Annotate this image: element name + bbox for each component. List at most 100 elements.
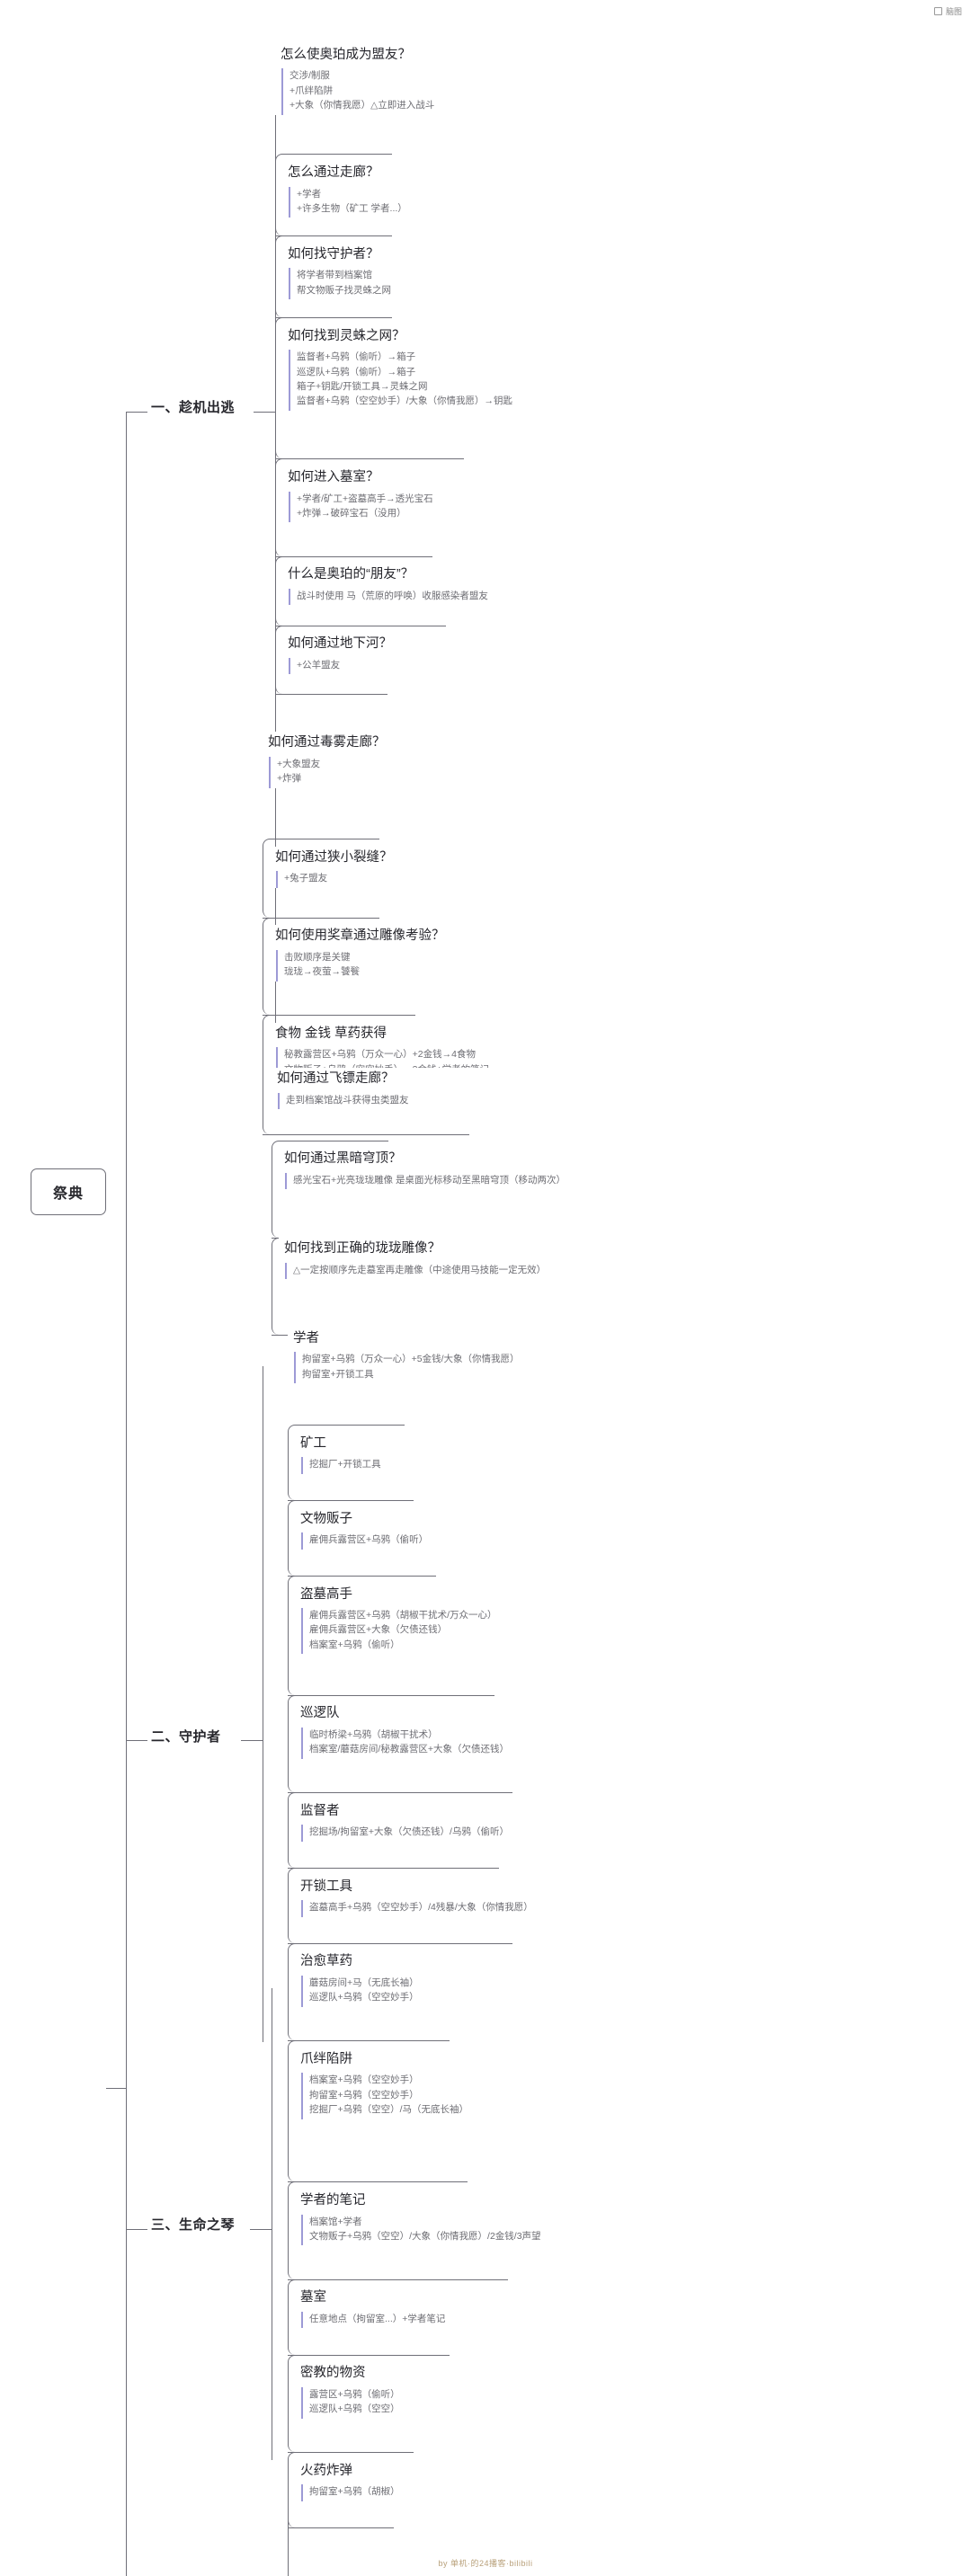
card-b1-n4[interactable]: 如何进入墓室？ +学者/矿工+盗墓高手→透光宝石 +炸弹→破碎宝石（没用） <box>282 466 642 523</box>
card-b3-n2[interactable]: 如何找到正确的珑珑雕像？ △一定按顺序先走墓室再走雕像（中途使用马技能一定无效） <box>279 1238 737 1279</box>
card-line: 任意地点（拘留室...）+学者笔记 <box>309 2314 446 2324</box>
card-b1-n6[interactable]: 如何通过地下河？ +公羊盟友 <box>282 633 579 675</box>
frame-b4-n12 <box>288 2451 405 2527</box>
branch-stub-1 <box>126 411 147 413</box>
card-b4-n12[interactable]: 火药炸弹 拘留室+乌鸦（胡椒） <box>295 2459 592 2501</box>
card-b1-n5[interactable]: 什么是奥珀的“朋友”？ 战斗时使用 马（荒原的呼唤）收服感染者盟友 <box>282 564 669 606</box>
card-line: 秘教露营区+乌鸦（万众一心）+2金钱→4食物 <box>284 1049 476 1061</box>
card-b4-n7[interactable]: 治愈草药 蘑菇房间+马（无底长袖） 巡逻队+乌鸦（空空妙手） <box>295 1950 655 2007</box>
frame-b2-n2 <box>263 917 379 1015</box>
card-body: 感光宝石+光亮珑珑雕像 是桌面光标移动至黑暗穹顶（移动两次） <box>285 1173 728 1190</box>
card-b4-n8[interactable]: 爪绊陷阱 档案室+乌鸦（空空妙手） 拘留室+乌鸦（空空妙手） 挖掘厂+乌鸦（空空… <box>295 2047 681 2119</box>
frame-b4-n8 <box>288 2040 405 2182</box>
card-b4-n3[interactable]: 盗墓高手 雇佣兵露营区+乌鸦（胡椒干扰术/万众一心） 雇佣兵露营区+大象（欠债还… <box>295 1583 717 1655</box>
card-body: 监督者+乌鸦（偷听）→箱子 巡逻队+乌鸦（偷听）→箱子 箱子+钥匙/开锁工具→灵… <box>289 350 705 411</box>
card-b4-n0[interactable]: 学者 拘留室+乌鸦（万众一心）+5金钱/大象（你情我愿） 拘留室+开锁工具 <box>288 1327 710 1383</box>
card-title: 学者 <box>293 1330 319 1346</box>
card-body: +学者 +许多生物（矿工 学者...） <box>289 186 579 218</box>
card-title: 如何通过毒雾走廊？ <box>268 735 386 751</box>
card-b4-n4[interactable]: 巡逻队 临时桥梁+乌鸦（胡椒干扰术） 档案室/蘑菇房间/秘教露营区+大象（欠债还… <box>295 1702 744 1759</box>
card-b4-n5[interactable]: 监督者 挖掘场/拘留室+大象（欠债还钱）/乌鸦（偷听） <box>295 1799 717 1842</box>
card-title: 怎么通过走廊？ <box>288 164 379 180</box>
card-line: 巡逻队+乌鸦（空空妙手） <box>309 1992 419 2003</box>
root-stub-right <box>106 2087 126 2089</box>
card-line: △一定按顺序先走墓室再走雕像（中途使用马技能一定无效） <box>293 1264 547 1275</box>
card-line: +公羊盟友 <box>297 659 341 671</box>
card-body: 挖掘厂+开锁工具 <box>301 1457 592 1474</box>
card-b1-n0[interactable]: 怎么使奥珀成为盟友？ 交涉/制服 +爪绊陷阱 +大象（你情我愿）△立即进入战斗 <box>275 43 698 115</box>
card-body: +公羊盟友 <box>289 657 579 675</box>
frame-b4-n9 <box>288 2181 405 2279</box>
card-body: 交涉/制服 +爪绊陷阱 +大象（你情我愿）△立即进入战斗 <box>281 68 698 115</box>
card-title: 如何找到正确的珑珑雕像？ <box>284 1241 441 1257</box>
card-title: 矿工 <box>300 1435 326 1451</box>
card-b2-n1[interactable]: 如何通过狭小裂缝？ +兔子盟友 <box>270 846 566 888</box>
card-line: 监督者+乌鸦（偷听）→箱子 <box>297 351 416 363</box>
frame-b4-n3 <box>288 1575 405 1695</box>
card-title: 什么是奥珀的“朋友”？ <box>288 567 414 582</box>
card-b4-n1[interactable]: 矿工 挖掘厂+开锁工具 <box>295 1432 592 1474</box>
card-b4-n9[interactable]: 学者的笔记 档案馆+学者 文物贩子+乌鸦（空空）/大象（你情我愿）/2金钱/3声… <box>295 2190 744 2246</box>
frame-b4-n7 <box>288 1942 405 2041</box>
card-line: 击败顺序是关键 <box>284 951 351 963</box>
root-node[interactable]: 祭典 <box>31 1168 106 1215</box>
card-line: +炸弹 <box>277 773 302 785</box>
card-line: +学者/矿工+盗墓高手→透光宝石 <box>297 493 433 504</box>
card-title: 如何找守护者？ <box>288 246 379 262</box>
card-b1-n3[interactable]: 如何找到灵蛛之网？ 监督者+乌鸦（偷听）→箱子 巡逻队+乌鸦（偷听）→箱子 箱子… <box>282 324 705 411</box>
card-line: 战斗时使用 马（荒原的呼唤）收服感染者盟友 <box>297 590 488 601</box>
card-b2-n2[interactable]: 如何使用奖章通过雕像考验？ 击败顺序是关键 珑珑→夜萤→饕餮 <box>270 925 611 982</box>
card-line: 走到档案馆战斗获得虫类盟友 <box>286 1094 409 1106</box>
card-b1-n1[interactable]: 怎么通过走廊？ +学者 +许多生物（矿工 学者...） <box>282 161 579 218</box>
card-line: 雇佣兵露营区+乌鸦（偷听） <box>309 1534 429 1546</box>
card-line: 蘑菇房间+马（无底长袖） <box>309 1977 419 1989</box>
branch-label-1[interactable]: 一、趁机出逃 <box>151 400 236 416</box>
card-body: 拘留室+乌鸦（万众一心）+5金钱/大象（你情我愿） 拘留室+开锁工具 <box>294 1352 710 1383</box>
branch-out-1 <box>254 411 275 413</box>
children-trunk-4 <box>288 2497 289 2576</box>
card-line: 档案室+乌鸦（偷听） <box>309 1639 400 1650</box>
card-line: 拘留室+乌鸦（万众一心）+5金钱/大象（你情我愿） <box>302 1354 520 1365</box>
card-body: 雇佣兵露营区+乌鸦（偷听） <box>301 1532 592 1550</box>
frame-b4-n1 <box>288 1425 405 1500</box>
underline-b1-n6 <box>275 694 388 696</box>
card-b2-n0[interactable]: 如何通过毒雾走廊？ +大象盟友 +炸弹 <box>263 732 559 788</box>
frame-b4-n2 <box>288 1499 405 1576</box>
card-body: +大象盟友 +炸弹 <box>269 756 559 788</box>
card-body: 档案室+乌鸦（空空妙手） 拘留室+乌鸦（空空妙手） 挖掘厂+乌鸦（空空）/马（无… <box>301 2073 681 2119</box>
card-line: 临时桥梁+乌鸦（胡椒干扰术） <box>309 1728 438 1740</box>
card-b4-n11[interactable]: 密教的物资 露营区+乌鸦（偷听） 巡逻队+乌鸦（空空） <box>295 2362 619 2419</box>
branch-label-3[interactable]: 三、生命之琴 <box>151 2217 236 2234</box>
frame-b4-n10 <box>288 2278 405 2355</box>
card-body: 挖掘场/拘留室+大象（欠债还钱）/乌鸦（偷听） <box>301 1825 717 1842</box>
card-line: +许多生物（矿工 学者...） <box>297 202 407 214</box>
card-body: 拘留室+乌鸦（胡椒） <box>301 2484 592 2501</box>
card-title: 密教的物资 <box>300 2366 366 2381</box>
frame-b2-n3 <box>263 1014 379 1134</box>
card-body: 将学者带到档案馆 帮文物贩子找灵蛛之网 <box>289 268 579 300</box>
card-b4-n2[interactable]: 文物贩子 雇佣兵露营区+乌鸦（偷听） <box>295 1507 592 1550</box>
watermark: by 单机·的24播客·bilibili <box>438 2559 533 2568</box>
card-title: 如何使用奖章通过雕像考验？ <box>275 928 445 944</box>
card-b4-n10[interactable]: 墓室 任意地点（拘留室...）+学者笔记 <box>295 2287 655 2329</box>
card-b4-n6[interactable]: 开锁工具 盗墓高手+乌鸦（空空妙手）/4残暴/大象（你情我愿） <box>295 1875 735 1917</box>
card-title: 如何找到灵蛛之网？ <box>288 328 405 343</box>
branch-out-3 <box>250 2228 272 2230</box>
card-line: +爪绊陷阱 <box>290 84 334 96</box>
frame-b1-n2 <box>275 235 392 317</box>
card-line: 交涉/制服 <box>290 70 330 82</box>
card-b1-n2[interactable]: 如何找守护者？ 将学者带到档案馆 帮文物贩子找灵蛛之网 <box>282 243 579 300</box>
card-body: 击败顺序是关键 珑珑→夜萤→饕餮 <box>276 949 611 982</box>
card-line: 箱子+钥匙/开锁工具→灵蛛之网 <box>297 381 428 393</box>
frame-b1-n4 <box>275 458 392 556</box>
card-title: 食物 金钱 草药获得 <box>275 1026 388 1041</box>
card-b3-n1[interactable]: 如何通过黑暗穹顶？ 感光宝石+光亮珑珑雕像 是桌面光标移动至黑暗穹顶（移动两次） <box>279 1148 728 1190</box>
card-body: 露营区+乌鸦（偷听） 巡逻队+乌鸦（空空） <box>301 2386 619 2419</box>
card-line: 雇佣兵露营区+乌鸦（胡椒干扰术/万众一心） <box>309 1610 497 1621</box>
card-title: 监督者 <box>300 1803 340 1818</box>
branch-label-2[interactable]: 二、守护者 <box>151 1728 221 1745</box>
card-line: 露营区+乌鸦（偷听） <box>309 2388 400 2400</box>
card-body: 任意地点（拘留室...）+学者笔记 <box>301 2312 655 2329</box>
card-b3-n0[interactable]: 如何通过飞镖走廊？ 走到档案馆战斗获得虫类盟友 <box>272 1068 595 1110</box>
